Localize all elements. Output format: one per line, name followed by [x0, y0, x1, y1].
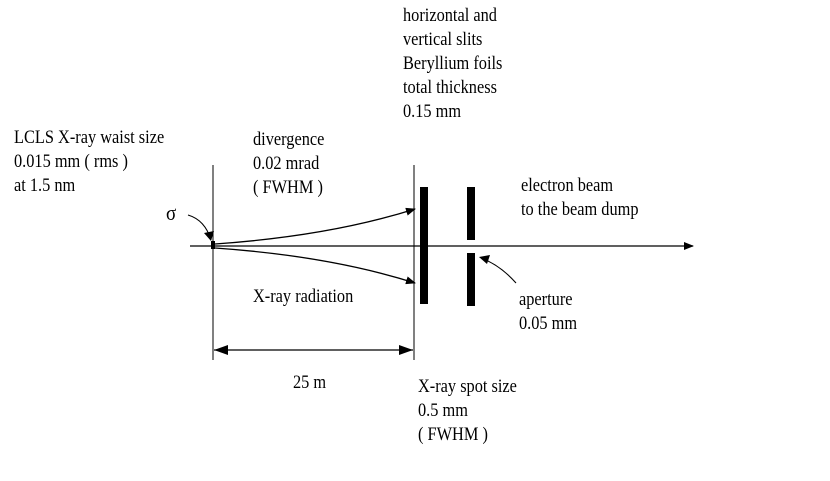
spot-size-label: X-ray spot size 0.5 mm ( FWHM ): [418, 376, 517, 445]
distance-label: 25 m: [293, 372, 327, 393]
waist-size-label: LCLS X-ray waist size 0.015 mm ( rms ) a…: [14, 127, 165, 196]
slits-foils-label: horizontal and vertical slits Beryllium …: [403, 5, 503, 122]
divergence-label: divergence 0.02 mrad ( FWHM ): [253, 129, 325, 198]
distance-arrowhead-left: [214, 345, 228, 355]
aperture-plate-lower: [467, 253, 475, 306]
sigma-symbol: σ: [166, 200, 177, 225]
divergence-upper-curve: [214, 207, 416, 245]
aperture-pointer-head: [479, 255, 490, 264]
distance-arrowhead-right: [399, 345, 413, 355]
aperture-label: aperture 0.05 mm: [519, 289, 578, 334]
slit-foil-plate: [420, 187, 428, 304]
aperture-plate-upper: [467, 187, 475, 240]
electron-beam-label: electron beam to the beam dump: [521, 175, 639, 220]
x-ray-radiation-label: X-ray radiation: [253, 286, 354, 307]
divergence-lower-curve: [214, 247, 416, 285]
sigma-pointer-head: [204, 231, 214, 241]
